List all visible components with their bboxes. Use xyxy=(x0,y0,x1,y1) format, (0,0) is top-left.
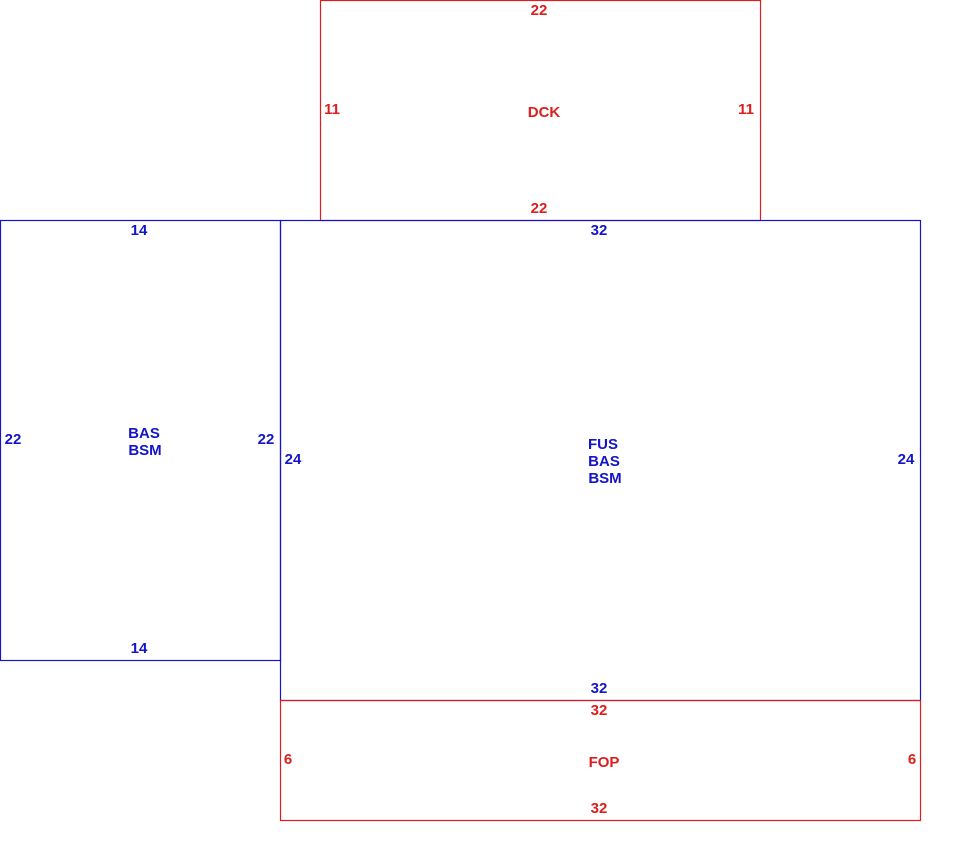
fop-outline xyxy=(279,699,922,822)
fop-left-dimension: 6 xyxy=(284,751,292,768)
left-wing-code-1: BAS xyxy=(128,425,160,442)
main-area: 32 32 24 24 FUS BAS BSM xyxy=(279,219,922,702)
main-top-dimension: 32 xyxy=(591,222,608,239)
fop-code: FOP xyxy=(589,754,620,771)
dck-right-dimension: 11 xyxy=(738,101,754,118)
left-wing-bottom-dimension: 14 xyxy=(131,640,148,657)
main-left-dimension: 24 xyxy=(285,451,302,468)
left-wing-top-dimension: 14 xyxy=(131,222,148,239)
left-wing-left-dimension: 22 xyxy=(5,431,22,448)
main-code-1: FUS xyxy=(588,436,618,453)
dck-area: 22 22 11 11 DCK xyxy=(319,0,762,222)
main-right-dimension: 24 xyxy=(898,451,915,468)
dck-top-dimension: 22 xyxy=(531,2,548,19)
dck-code: DCK xyxy=(528,104,561,121)
left-wing-area: 14 14 22 22 BAS BSM xyxy=(0,219,282,662)
left-wing-right-dimension: 22 xyxy=(258,431,275,448)
fop-bottom-dimension: 32 xyxy=(591,800,608,817)
dck-left-dimension: 11 xyxy=(324,101,340,118)
fop-top-dimension: 32 xyxy=(591,702,608,719)
main-code-3: BSM xyxy=(588,470,621,487)
main-code-2: BAS xyxy=(588,453,620,470)
fop-right-dimension: 6 xyxy=(908,751,916,768)
dck-bottom-dimension: 22 xyxy=(531,200,548,217)
fop-area: 32 32 6 6 FOP xyxy=(279,699,922,822)
left-wing-code-2: BSM xyxy=(128,442,161,459)
main-bottom-dimension: 32 xyxy=(591,680,608,697)
